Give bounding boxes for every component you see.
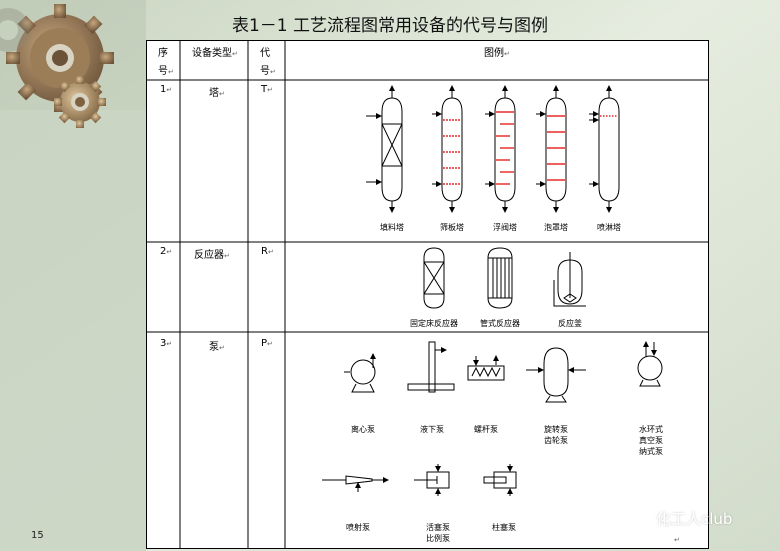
rotary-pump-icon bbox=[526, 347, 586, 403]
row-code: P↵ bbox=[261, 338, 273, 349]
header-seq-top: 序 bbox=[158, 48, 168, 59]
screw-pump-icon bbox=[467, 355, 505, 381]
caption-gear-pump: 齿轮泵 bbox=[544, 435, 568, 445]
row-type: 塔↵ bbox=[209, 88, 225, 99]
submerged-pump-icon bbox=[407, 341, 455, 393]
caption-rotary-pump: 旋转泵 bbox=[544, 424, 568, 434]
gear-icon bbox=[54, 76, 106, 128]
caption-plunger-pump: 柱塞泵 bbox=[492, 522, 516, 532]
row-type: 反应器↵ bbox=[194, 250, 230, 261]
caption-valve-tray-tower: 浮阀塔 bbox=[493, 222, 517, 232]
slide-number: 15 bbox=[31, 530, 44, 541]
header-code-top: 代 bbox=[260, 48, 270, 59]
header-legend: 图例↵ bbox=[484, 48, 510, 59]
caption-fixed-bed-reactor: 固定床反应器 bbox=[410, 318, 458, 328]
caption-packed-tower: 填料塔 bbox=[380, 222, 404, 232]
row-seq: 3↵ bbox=[160, 338, 173, 349]
sieve-tray-tower-icon bbox=[441, 85, 463, 213]
wechat-icon bbox=[624, 509, 649, 527]
stirred-reactor-icon bbox=[553, 252, 586, 307]
jet-pump-icon bbox=[322, 475, 389, 492]
caption-sieve-tray-tower: 筛板塔 bbox=[440, 222, 464, 232]
packed-tower-icon bbox=[366, 85, 403, 213]
header-type: 设备类型↵ bbox=[192, 48, 238, 59]
header-code-bottom: 号↵ bbox=[260, 66, 276, 77]
caption-proportional-pump: 比例泵 bbox=[426, 533, 450, 543]
caption-stirred-reactor: 反应釜 bbox=[558, 318, 582, 328]
caption-tubular-reactor: 管式反应器 bbox=[480, 318, 520, 328]
caption-spray-tower: 喷淋塔 bbox=[597, 222, 621, 232]
caption-bubble-cap-tower: 泡罩塔 bbox=[544, 222, 568, 232]
plunger-pump-icon bbox=[483, 464, 517, 496]
caption-submerged-pump: 液下泵 bbox=[420, 424, 444, 434]
row-seq: 2↵ bbox=[160, 246, 173, 257]
caption-screw-pump: 螺杆泵 bbox=[474, 424, 498, 434]
spray-tower-icon bbox=[598, 85, 620, 213]
caption-nash-pump: 纳式泵 bbox=[639, 446, 663, 456]
caption-liquid-ring: 水环式 bbox=[639, 424, 663, 434]
row-code: T↵ bbox=[261, 84, 273, 95]
equipment-table: 序 号↵ 设备类型↵ 代 号↵ 图例↵ 1↵ 塔↵ T↵ 2↵ 反应器↵ R↵ … bbox=[146, 40, 709, 549]
bubble-cap-tower-icon bbox=[545, 85, 567, 213]
piston-pump-icon bbox=[414, 464, 450, 496]
centrifugal-pump-icon bbox=[344, 353, 376, 393]
paragraph-mark: ↵ bbox=[674, 536, 680, 544]
row-seq: 1↵ bbox=[160, 84, 173, 95]
caption-centrifugal-pump: 离心泵 bbox=[351, 424, 375, 434]
valve-tray-tower-icon bbox=[494, 85, 516, 213]
row-type: 泵↵ bbox=[209, 342, 225, 353]
caption-piston-pump: 活塞泵 bbox=[426, 522, 450, 532]
caption-jet-pump: 喷射泵 bbox=[346, 522, 370, 532]
header-seq-bottom: 号↵ bbox=[158, 66, 174, 77]
row-code: R↵ bbox=[261, 246, 274, 257]
caption-vacuum-pump: 真空泵 bbox=[639, 435, 663, 445]
fixed-bed-reactor-icon bbox=[423, 247, 445, 309]
legend-drawings: 填料塔 筛板塔 浮阀塔 泡罩塔 喷淋塔 固定床反应器 管式反应器 反应釜 离心泵… bbox=[322, 85, 663, 543]
page-title: 表1－1 工艺流程图常用设备的代号与图例 bbox=[231, 16, 549, 36]
liquid-ring-vacuum-pump-icon bbox=[637, 341, 663, 387]
tubular-reactor-icon bbox=[487, 247, 513, 309]
